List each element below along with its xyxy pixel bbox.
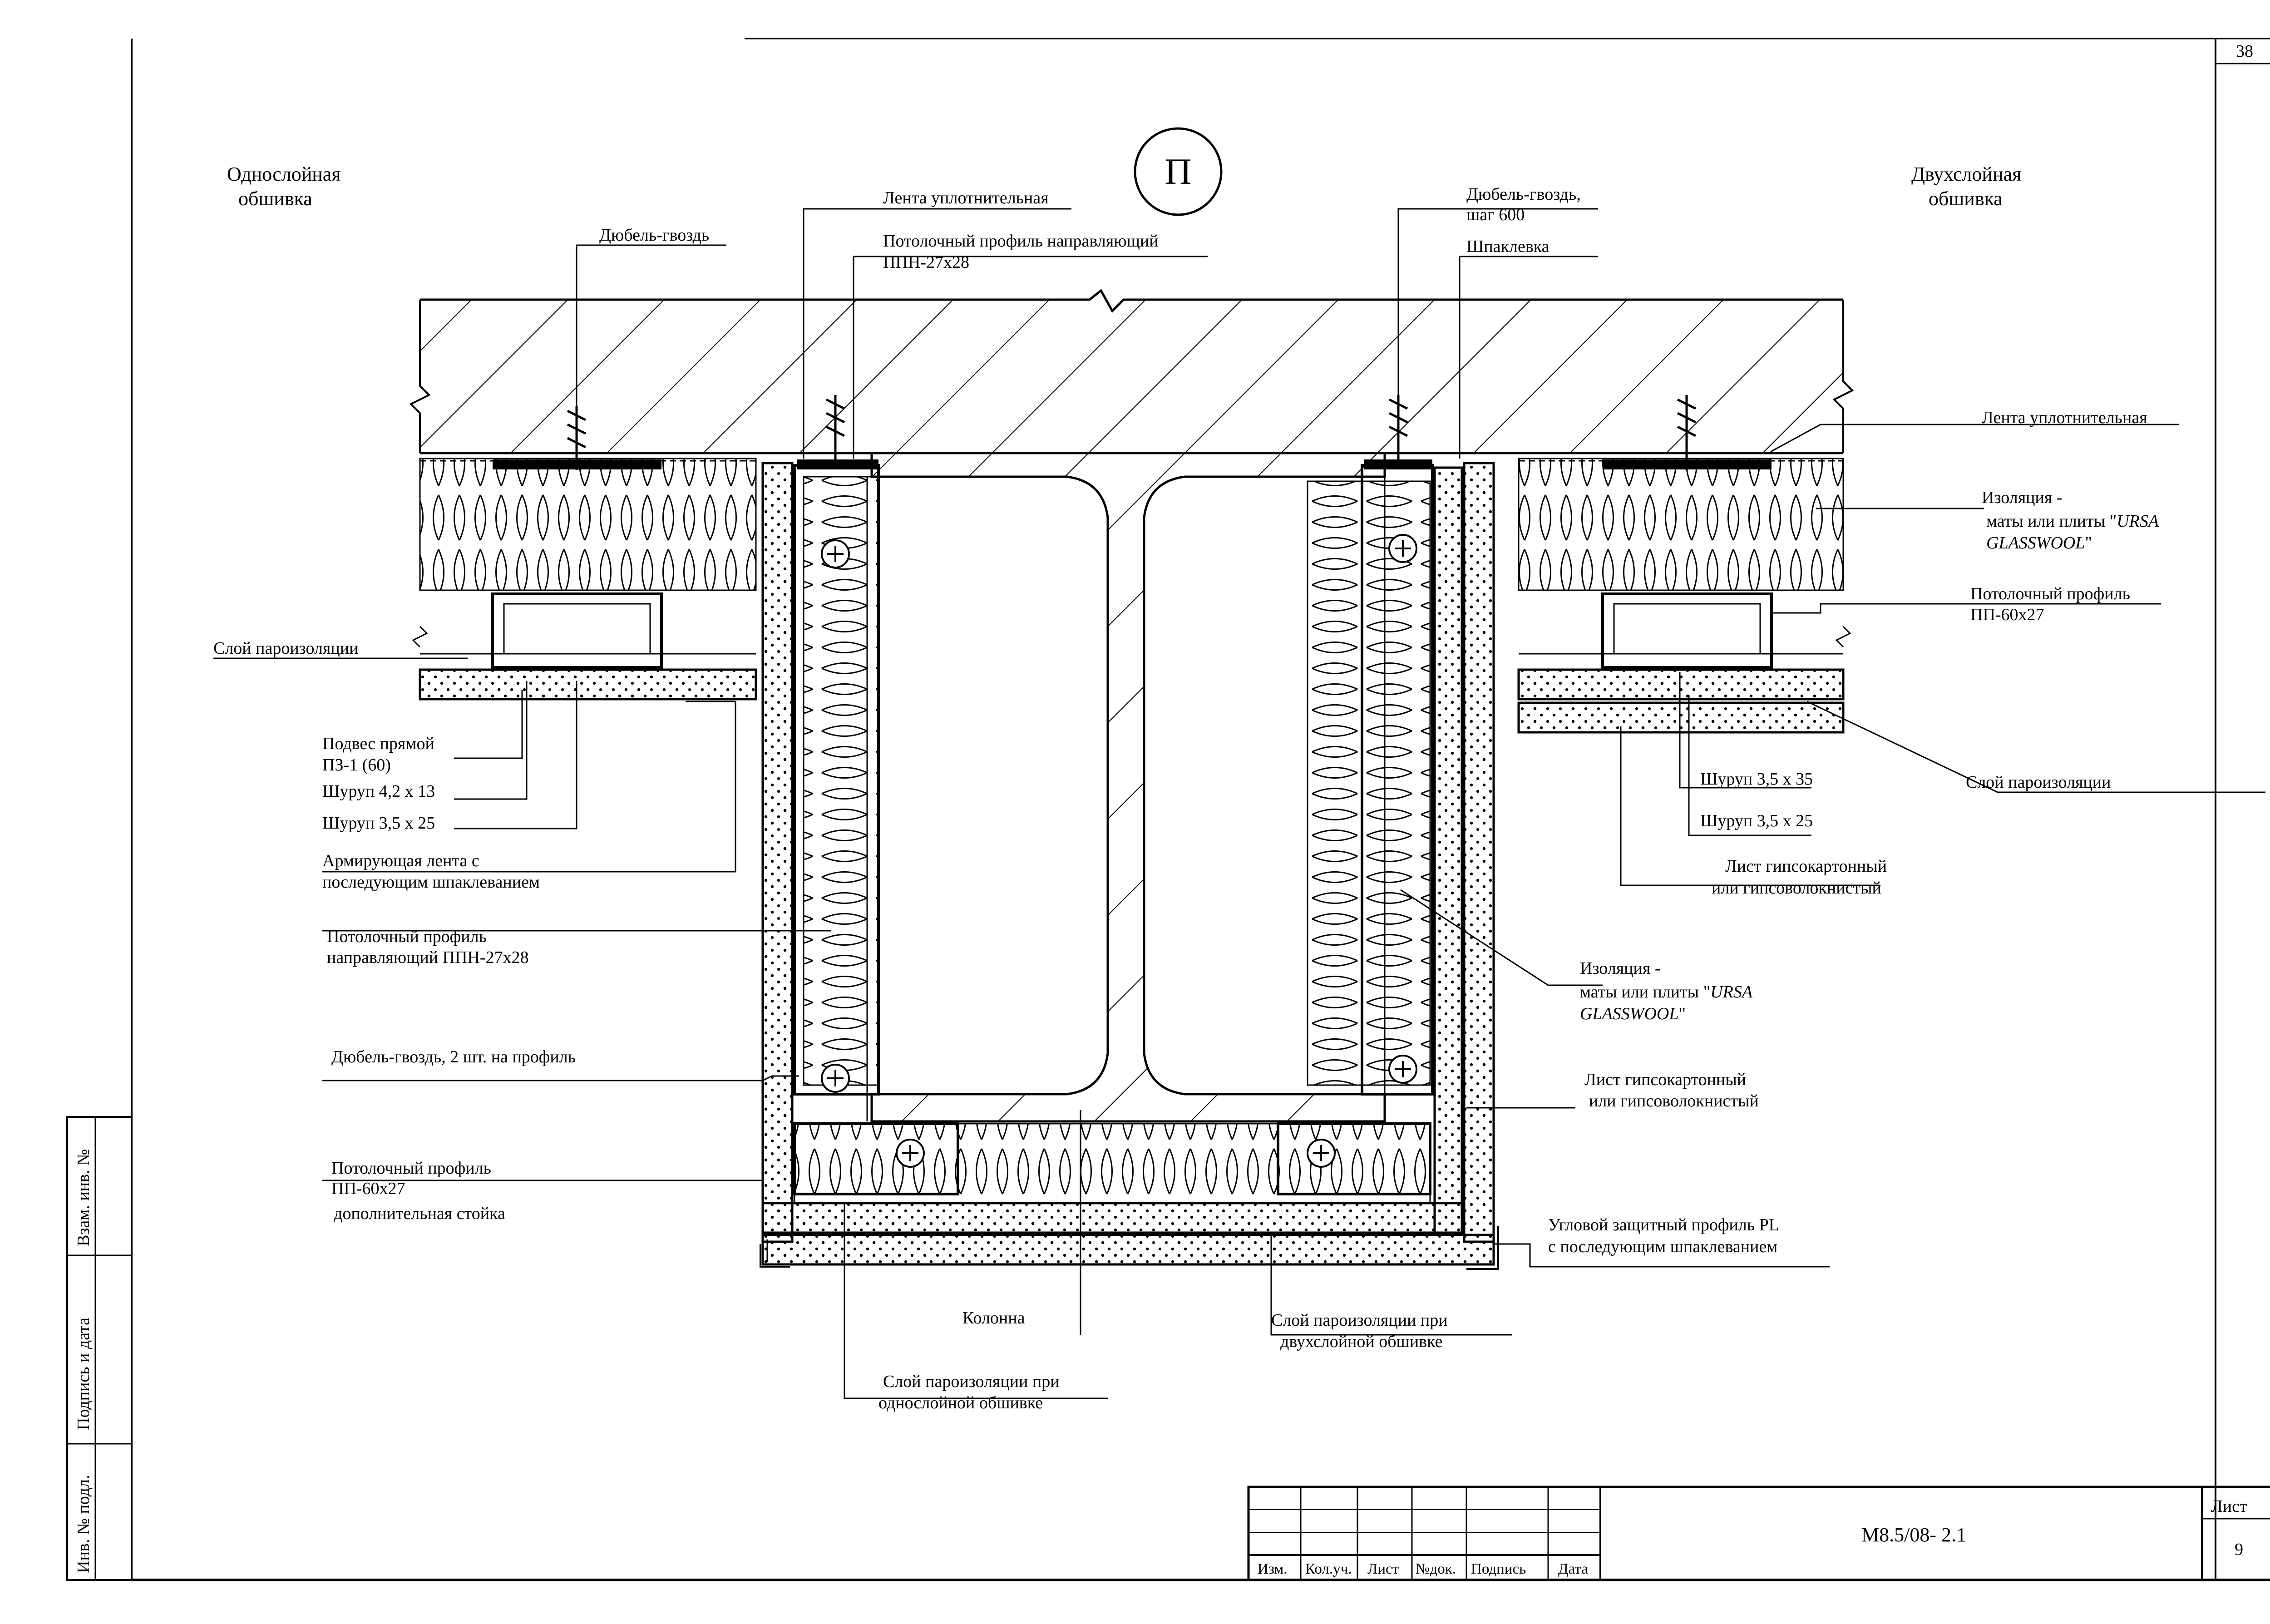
label-right-insulation-2: маты или плиты "URSA <box>1986 512 2159 531</box>
title-col-docnum: №док. <box>1416 1561 1456 1577</box>
label-left-pp-profile-2: ПП-60х27 <box>331 1179 405 1198</box>
label-left-screw-1: Шуруп 4,2 х 13 <box>322 782 435 801</box>
concrete-slab <box>409 289 1854 1123</box>
label-right-gypsum-1b: или гипсоволокнистый <box>1712 879 1881 898</box>
label-left-dowel-2: Дюбель-гвоздь, 2 шт. на профиль <box>331 1047 576 1066</box>
label-left-guide-profile-2: направляющий ППН-27х28 <box>327 948 529 967</box>
label-left-tape-2: последующим шпаклеванием <box>322 873 540 892</box>
label-right-screw-25: Шуруп 3,5 х 25 <box>1700 811 1813 830</box>
detail-callout-letter: П <box>1165 151 1191 192</box>
label-right-insulation-3: GLASSWOOL" <box>1986 533 2092 553</box>
title-col-date: Дата <box>1558 1561 1588 1577</box>
label-right-screw-35: Шуруп 3,5 х 35 <box>1700 770 1813 789</box>
label-top-guide-profile-1: Потолочный профиль направляющий <box>883 232 1159 251</box>
column-bottom-cladding <box>760 1122 1499 1270</box>
label-right-gypsum-2a: Лист гипсокартонный <box>1584 1070 1746 1089</box>
double-layer-title-1: Двухслойная <box>1911 163 2021 185</box>
title-col-change: Изм. <box>1258 1561 1288 1577</box>
label-left-hanger-2: ПЗ-1 (60) <box>322 755 391 775</box>
left-ceiling-assembly <box>412 406 757 701</box>
label-vapor-single-1: Слой пароизоляции при <box>883 1372 1060 1391</box>
right-ceiling-assembly <box>1517 395 1851 734</box>
drawing-frame <box>131 38 2270 1581</box>
label-left-pp-profile-3: дополнительная стойка <box>334 1204 505 1223</box>
label-top-right-dowel-2: шаг 600 <box>1466 205 1525 224</box>
left-column-cladding <box>761 395 880 1243</box>
label-right-gypsum-2b: или гипсоволокнистый <box>1589 1091 1759 1111</box>
label-mid-insulation-2: маты или плиты "URSA <box>1580 982 1753 1002</box>
label-top-putty: Шпаклевка <box>1466 237 1550 256</box>
label-right-insulation-1: Изоляция - <box>1982 488 2062 507</box>
label-mid-insulation-1: Изоляция - <box>1580 959 1660 978</box>
label-corner-profile-2: с последующим шпаклеванием <box>1548 1237 1777 1256</box>
label-vapor-double-2: двухслойной обшивке <box>1280 1332 1442 1351</box>
label-left-pp-profile-1: Потолочный профиль <box>331 1159 491 1178</box>
label-column: Колонна <box>962 1308 1025 1328</box>
title-col-sheet: Лист <box>1367 1561 1399 1577</box>
label-left-screw-2: Шуруп 3,5 х 25 <box>322 814 435 833</box>
margin-original-inv: Инв. № подл. <box>74 1475 93 1573</box>
label-left-vapor: Слой пароизоляции <box>213 639 358 658</box>
label-right-profile-2: ПП-60х27 <box>1970 605 2044 624</box>
title-col-signature: Подпись <box>1471 1561 1526 1577</box>
single-layer-title-1: Однослойная <box>227 163 341 185</box>
title-block <box>1247 1486 2270 1581</box>
label-top-guide-profile-2: ППН-27х28 <box>883 253 969 272</box>
corner-sheet-number: 38 <box>2236 42 2253 61</box>
label-right-vapor: Слой пароизоляции <box>1966 773 2111 792</box>
margin-replacement-inv: Взам. инв. № <box>74 1149 93 1246</box>
document-code: М8.5/08- 2.1 <box>1861 1524 1966 1546</box>
label-top-right-dowel-1: Дюбель-гвоздь, <box>1466 185 1581 204</box>
label-right-tape: Лента уплотнительная <box>1982 408 2147 427</box>
label-corner-profile-1: Угловой защитный профиль PL <box>1548 1215 1779 1234</box>
sheet-label: Лист <box>2211 1497 2247 1516</box>
label-left-hanger-1: Подвес прямой <box>322 734 434 753</box>
label-vapor-single-2: однослойной обшивке <box>878 1393 1043 1412</box>
label-top-tape: Лента уплотнительная <box>883 188 1049 207</box>
double-layer-title-2: обшивка <box>1929 188 2003 210</box>
title-col-count: Кол.уч. <box>1305 1561 1352 1577</box>
label-left-guide-profile-1: Потолочный профиль <box>327 927 487 946</box>
margin-signature-date: Подпись и дата <box>74 1318 93 1430</box>
right-column-cladding <box>1307 395 1495 1243</box>
label-right-profile-1: Потолочный профиль <box>1970 584 2130 603</box>
leader-lines <box>213 208 2265 1399</box>
label-left-tape-1: Армирующая лента с <box>322 851 479 870</box>
label-right-gypsum-1a: Лист гипсокартонный <box>1725 857 1887 876</box>
label-vapor-double-1: Слой пароизоляции при <box>1271 1311 1448 1330</box>
left-margin-stamp <box>66 1116 133 1581</box>
label-top-left-dowel: Дюбель-гвоздь <box>599 226 709 245</box>
single-layer-title-2: обшивка <box>238 188 312 210</box>
detail-callout <box>1134 127 1223 216</box>
label-mid-insulation-3: GLASSWOOL" <box>1580 1004 1686 1023</box>
sheet-number: 9 <box>2235 1540 2243 1559</box>
